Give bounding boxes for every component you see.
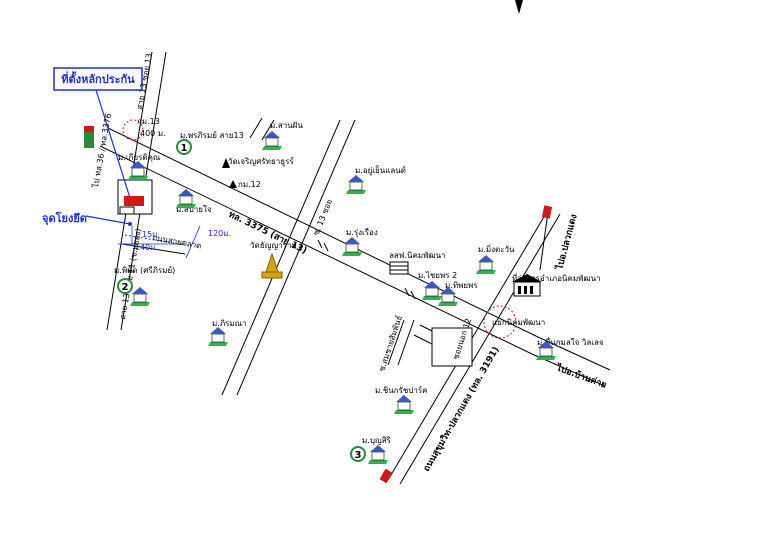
arrow-up-red-icon [541, 205, 553, 219]
side-soi-edge-a [387, 319, 405, 366]
sukhumvit-road-edge-b [399, 213, 561, 485]
short-road-a [249, 117, 263, 139]
badge-1: 1 [176, 139, 192, 155]
house-icon [368, 445, 388, 464]
place-label: ลสฟ.นิคมพัฒนา [389, 251, 446, 260]
house-icons [128, 131, 556, 464]
main-road-edge-b [99, 145, 533, 355]
house-icon [262, 131, 282, 150]
district-office-icon [512, 274, 542, 297]
reference-pointer [85, 215, 131, 225]
roads [99, 51, 611, 485]
badge-2: 2 [117, 278, 133, 294]
nikhom-road-label: ถนนสายตลาด [152, 233, 202, 250]
site-callout-pointer [95, 89, 131, 199]
house-icon [342, 237, 362, 256]
place-label: ที่ว่าการอำเภอนิคมพัฒนา [512, 272, 601, 283]
junction-circle-nikhom [483, 305, 517, 339]
mid-road-edge-b [236, 119, 356, 396]
house-icon [422, 281, 442, 300]
rayong-red-sign [84, 126, 94, 132]
house-icon [176, 189, 196, 208]
place-label: ม.สบายใจ [176, 205, 212, 214]
junction-nikhom-label: แยกนิคมพัฒนา [492, 318, 545, 327]
place-label: ม.ภิรมณา [212, 319, 247, 328]
mid-road-edge-a [221, 119, 341, 396]
soi13-mid-label: ซ. 13 ซอย [312, 198, 335, 237]
dim-120: 120ม. [208, 229, 231, 238]
place-label: ม.รุ่งเรือง [346, 228, 378, 237]
house-icon [208, 327, 228, 346]
badge-3: 3 [350, 446, 366, 462]
side-soi-label: ซ.สมชายสัมพันธ์ [376, 314, 404, 373]
lane-edge [121, 243, 186, 255]
dim-140: 140ม. [135, 243, 158, 252]
house-icon [438, 287, 458, 306]
svg-text:1: 1 [181, 143, 188, 154]
dist-400-label: 400 ม. [140, 129, 166, 138]
place-label: ม.อยู่เย็นแลนด์ [355, 165, 406, 176]
site-callout-text: ที่ตั้งหลักประกัน [61, 71, 135, 86]
dimension-lines [118, 225, 201, 259]
place-label: ม.ทิพยพร [445, 281, 478, 290]
short-road-b [261, 119, 275, 141]
rayong-green-sign [84, 130, 94, 148]
place-label: ม.ชินกรัชปาร์ค [375, 385, 428, 395]
place-label: ม.พิมัด (ศรีภิรมย์) [114, 265, 175, 275]
house-icon [128, 161, 148, 180]
site-marker [124, 196, 144, 206]
junction-circle-km13 [122, 119, 144, 141]
site-small-box [119, 206, 135, 215]
place-label: ม.ชื่นกมลใจ วิลเลจ [537, 336, 604, 347]
house-icon [346, 175, 366, 194]
bridge-marks [317, 239, 416, 300]
reference-dot [128, 222, 132, 226]
to-pluakdaeng-label: ไปอ.ปลวกแดง [553, 213, 580, 272]
km12-label: กม.12 [238, 180, 261, 189]
house-icon [130, 287, 150, 306]
temple-dhanyaram-icon [261, 252, 283, 279]
house-icon [394, 395, 414, 414]
arrow-down-red-icon [379, 468, 393, 484]
main-road-edge-a [107, 127, 541, 339]
place-label: วัดธัญญาราม [250, 241, 297, 250]
direction-pluakdaeng [539, 205, 553, 271]
svg-text:3: 3 [355, 450, 362, 461]
substation-icon [389, 261, 409, 275]
reference-point-label: จุดโยงยึด [42, 211, 87, 226]
svg-text:2: 2 [122, 282, 129, 293]
temple-small-icon [222, 158, 230, 168]
place-label: ม.บุญสิริ [362, 436, 392, 445]
north-arrow-icon [515, 0, 523, 14]
site-callout-box [53, 67, 143, 91]
side-soi-edge-b [397, 319, 415, 366]
lane12-box [431, 327, 473, 367]
place-labels: ม.พรภิรมย์ สาย13 ม.สานฝัน ม.เกียรติคุณ ว… [114, 121, 604, 445]
place-label: ม.มิ่งตะวัน [478, 243, 515, 254]
dim-15: 15ม [142, 230, 157, 239]
house-icon [476, 255, 496, 274]
place-label: ม.เกียรติคุณ [118, 153, 161, 162]
place-label: ม.ไชยพร 2 [418, 271, 457, 280]
km12-temple-icon [229, 180, 237, 188]
km13-label: กม.13 [137, 117, 160, 126]
place-label: ม.พรภิรมย์ สาย13 [180, 130, 244, 140]
house-icon [536, 341, 556, 360]
bankhai-road-edge-a [539, 337, 611, 371]
place-label: ม.สานฝัน [270, 121, 303, 130]
place-label: วัดเจริญศรัทธาธูรร์ [228, 156, 294, 167]
